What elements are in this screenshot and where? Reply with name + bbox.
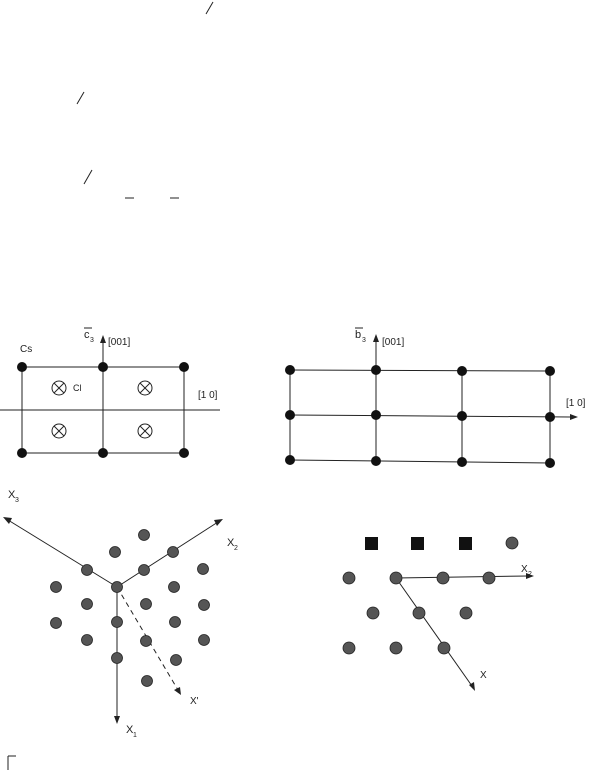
fig1-cs-atoms [17,362,189,458]
fig2-atoms [285,365,555,468]
hex-atom [141,675,153,687]
hex-atom [50,581,62,593]
hex-atom [197,563,209,575]
cs-atom [98,362,108,372]
hex-atom [111,616,123,628]
hex-atom [198,634,210,646]
fig3-x1-arrowhead [114,716,120,724]
fig4-axis-x2-label: X [521,564,528,575]
lattice-atom [371,410,381,420]
fig3-xprime-arrowhead [174,687,181,695]
fig4-x2-arrowhead [526,573,534,579]
fig1-cl-label: Cl [73,383,82,393]
lattice-atom [371,365,381,375]
hex-atom [140,635,152,647]
fig3-axis-x1-sub: 1 [133,732,137,739]
fig2-axis-b-sub: 3 [362,337,366,344]
hex-atom [50,617,62,629]
fig4-square-atoms [365,537,472,550]
circle-atom [482,571,496,585]
fig3-axis-x3-sub: 3 [15,497,19,504]
fig1-cscl-lattice [0,340,220,456]
fig1-axis-arrowhead [100,335,106,343]
square-atom [365,537,378,550]
cs-atom [17,448,27,458]
hex-atom [138,529,150,541]
hex-atom [169,616,181,628]
fig2-axis-arrowhead [373,334,379,342]
square-atom [411,537,424,550]
hex-atom [138,564,150,576]
top-marks [7,1,214,770]
circle-atom [389,641,403,655]
fig3-axis-x2-sub: 2 [234,545,238,552]
cl-atom-otimes [51,423,67,439]
hex-atom [140,598,152,610]
fig3-axis-xprime-label: X' [190,696,199,707]
hex-atom [167,546,179,558]
fig4-axis-x2-sub: 2 [528,571,532,578]
cl-atom-otimes [51,380,67,396]
fig1-dir-vertical: [001] [108,337,130,348]
hex-atom [109,546,121,558]
fig3-axis-x1-label: X [126,724,134,736]
hex-atom [81,598,93,610]
fig3-atoms [50,529,210,687]
hex-atom [81,634,93,646]
hex-atom [198,599,210,611]
fig4-circle-atoms [342,536,519,655]
lattice-atom [545,412,555,422]
fig3-x2-arrowhead [214,519,223,526]
lattice-atom [545,458,555,468]
fig2-lattice-lines [289,339,571,464]
circle-atom [505,536,519,550]
hex-atom [81,564,93,576]
fig4-axis-x-label: X [480,670,487,681]
cs-atom [179,362,189,372]
lattice-atom [545,366,555,376]
fig1-axis-c-label: c [84,329,90,341]
lattice-atom [285,455,295,465]
circle-atom [412,606,426,620]
hex-atom [170,654,182,666]
cs-atom [179,448,189,458]
circle-atom [366,606,380,620]
fig1-dir-horizontal: [1 0] [198,390,218,401]
fig2-axis-b-label: b [355,329,361,341]
cs-atom [98,448,108,458]
fig3-x3-arrowhead [3,517,12,524]
lattice-atom [285,410,295,420]
cl-atom-otimes [137,380,153,396]
lattice-atom [457,366,467,376]
cl-atom-otimes [137,423,153,439]
fig2-horizontal-arrowhead [570,414,578,420]
cs-atom [17,362,27,372]
circle-atom [437,641,451,655]
square-atom [459,537,472,550]
lattice-atom [457,457,467,467]
fig1-axis-c-sub: 3 [90,337,94,344]
circle-atom [459,606,473,620]
lattice-atom [285,365,295,375]
fig2-dir-vertical: [001] [382,337,404,348]
fig4-x-arrowhead [469,682,475,691]
fig3-axis-x3-label: X [8,489,16,501]
circle-atom [389,571,403,585]
hex-atom [168,581,180,593]
fig1-cs-label: Cs [20,344,32,355]
lattice-atom [371,456,381,466]
circle-atom [342,641,356,655]
hex-atom [111,652,123,664]
lattice-atom [457,411,467,421]
fig4-axes [395,575,529,687]
circle-atom [342,571,356,585]
fig1-cl-atoms [51,380,153,439]
circle-atom [436,571,450,585]
hex-atom [111,581,123,593]
fig3-axis-x2-label: X [227,537,235,549]
fig2-dir-horizontal: [1 0] [566,398,586,409]
